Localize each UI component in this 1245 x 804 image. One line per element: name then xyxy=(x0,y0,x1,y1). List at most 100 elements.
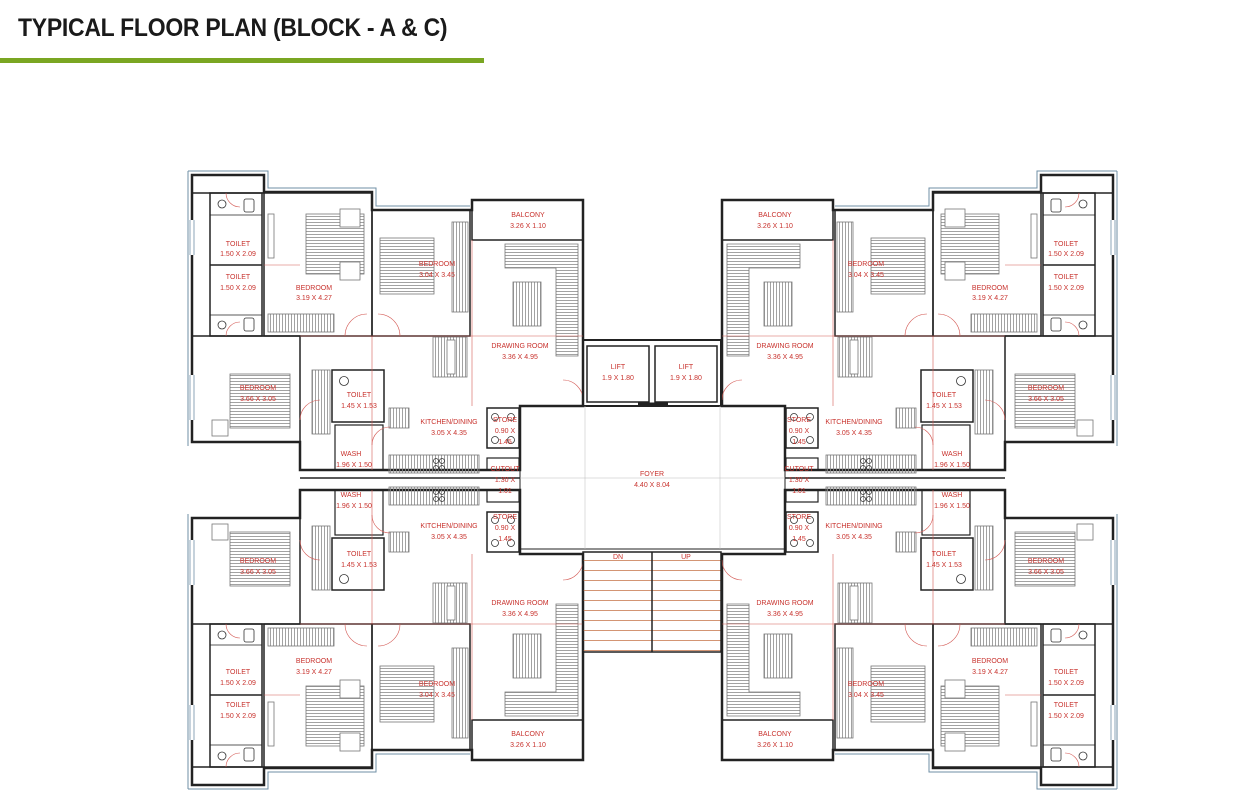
cutout-dim: 1.30 X xyxy=(789,477,810,484)
labels-top-right: TOILET 1.50 X 2.09 TOILET 1.50 X 2.09 BE… xyxy=(756,212,1084,473)
store-label: STORE xyxy=(787,514,811,521)
labels-bottom-left: 1.30 X 1.01 WASH 1.96 X 1.50 STORE 0.90 … xyxy=(220,477,549,749)
store-dim: 1.45 xyxy=(792,439,806,446)
bedroom-label: BEDROOM xyxy=(972,658,1008,665)
wash-label: WASH xyxy=(942,451,963,458)
toilet-dim: 1.50 X 2.09 xyxy=(1048,680,1084,687)
store-label: STORE xyxy=(493,417,517,424)
wash-dim: 1.96 X 1.50 xyxy=(336,503,372,510)
kitchen-label: KITCHEN/DINING xyxy=(825,523,882,530)
bedroom-label: BEDROOM xyxy=(972,285,1008,292)
drawing-room-dim: 3.36 X 4.95 xyxy=(767,611,803,618)
wash-dim: 1.96 X 1.50 xyxy=(934,503,970,510)
balcony-label: BALCONY xyxy=(758,212,792,219)
balcony-dim: 3.26 X 1.10 xyxy=(510,742,546,749)
store-label: STORE xyxy=(787,417,811,424)
toilet-label: TOILET xyxy=(1054,274,1079,281)
toilet-dim: 1.45 X 1.53 xyxy=(341,562,377,569)
title-underline xyxy=(0,58,484,63)
drawing-room-dim: 3.36 X 4.95 xyxy=(502,354,538,361)
lift-label: LIFT xyxy=(679,364,694,371)
balcony-dim: 3.26 X 1.10 xyxy=(510,223,546,230)
kitchen-label: KITCHEN/DINING xyxy=(420,419,477,426)
bedroom-dim: 3.19 X 4.27 xyxy=(972,669,1008,676)
bedroom-label: BEDROOM xyxy=(240,558,276,565)
toilet-dim: 1.50 X 2.09 xyxy=(220,251,256,258)
store-dim: 0.90 X xyxy=(495,428,516,435)
bedroom-label: BEDROOM xyxy=(848,261,884,268)
kitchen-dim: 3.05 X 4.35 xyxy=(431,534,467,541)
drawing-room-label: DRAWING ROOM xyxy=(756,600,813,607)
toilet-label: TOILET xyxy=(226,274,251,281)
kitchen-dim: 3.05 X 4.35 xyxy=(431,430,467,437)
balcony-label: BALCONY xyxy=(511,212,545,219)
bedroom-label: BEDROOM xyxy=(296,285,332,292)
drawing-room-dim: 3.36 X 4.95 xyxy=(502,611,538,618)
toilet-label: TOILET xyxy=(1054,702,1079,709)
cutout-dim: 1.01 xyxy=(792,488,806,495)
bedroom-dim: 3.04 X 3.45 xyxy=(848,692,884,699)
labels-core: LIFT 1.9 X 1.80 LIFT 1.9 X 1.80 FOYER 4.… xyxy=(602,364,702,561)
core xyxy=(300,339,1005,653)
toilet-label: TOILET xyxy=(347,392,372,399)
cutout-label: CUTOUT xyxy=(784,466,814,473)
lift-dim: 1.9 X 1.80 xyxy=(602,375,634,382)
toilet-label: TOILET xyxy=(226,241,251,248)
toilet-dim: 1.50 X 2.09 xyxy=(1048,713,1084,720)
bedroom-dim: 3.66 X 3.05 xyxy=(240,396,276,403)
store-dim: 1.45 xyxy=(498,536,512,543)
store-dim: 0.90 X xyxy=(789,525,810,532)
lift-label: LIFT xyxy=(611,364,626,371)
toilet-label: TOILET xyxy=(1054,669,1079,676)
bedroom-label: BEDROOM xyxy=(419,261,455,268)
bedroom-dim: 3.19 X 4.27 xyxy=(296,295,332,302)
toilet-label: TOILET xyxy=(932,392,957,399)
toilet-label: TOILET xyxy=(932,551,957,558)
balcony-label: BALCONY xyxy=(511,731,545,738)
bedroom-label: BEDROOM xyxy=(419,681,455,688)
bedroom-dim: 3.04 X 3.45 xyxy=(419,692,455,699)
wash-dim: 1.96 X 1.50 xyxy=(934,462,970,469)
toilet-label: TOILET xyxy=(1054,241,1079,248)
drawing-room-label: DRAWING ROOM xyxy=(491,343,548,350)
bedroom-dim: 3.66 X 3.05 xyxy=(240,569,276,576)
lift-dim: 1.9 X 1.80 xyxy=(670,375,702,382)
kitchen-label: KITCHEN/DINING xyxy=(420,523,477,530)
cutout-label: CUTOUT xyxy=(490,466,520,473)
drawing-room-label: DRAWING ROOM xyxy=(756,343,813,350)
drawing-room-dim: 3.36 X 4.95 xyxy=(767,354,803,361)
page-title: TYPICAL FLOOR PLAN (BLOCK - A & C) xyxy=(18,14,448,42)
toilet-dim: 1.50 X 2.09 xyxy=(220,285,256,292)
kitchen-dim: 3.05 X 4.35 xyxy=(836,430,872,437)
store-label: STORE xyxy=(493,514,517,521)
cutout-dim: 1.30 X xyxy=(495,477,516,484)
bedroom-label: BEDROOM xyxy=(848,681,884,688)
store-dim: 1.45 xyxy=(792,536,806,543)
wash-label: WASH xyxy=(341,492,362,499)
drawing-room-label: DRAWING ROOM xyxy=(491,600,548,607)
bedroom-dim: 3.19 X 4.27 xyxy=(972,295,1008,302)
kitchen-label: KITCHEN/DINING xyxy=(825,419,882,426)
wash-dim: 1.96 X 1.50 xyxy=(336,462,372,469)
balcony-dim: 3.26 X 1.10 xyxy=(757,223,793,230)
wash-label: WASH xyxy=(942,492,963,499)
bedroom-dim: 3.19 X 4.27 xyxy=(296,669,332,676)
stair-up-label: UP xyxy=(681,554,691,561)
bedroom-dim: 3.66 X 3.05 xyxy=(1028,396,1064,403)
foyer-label: FOYER xyxy=(640,471,664,478)
bedroom-label: BEDROOM xyxy=(240,385,276,392)
wash-label: WASH xyxy=(341,451,362,458)
toilet-label: TOILET xyxy=(226,702,251,709)
bedroom-dim: 3.04 X 3.45 xyxy=(848,272,884,279)
balcony-label: BALCONY xyxy=(758,731,792,738)
cutout-dim: 1.01 xyxy=(498,488,512,495)
kitchen-dim: 3.05 X 4.35 xyxy=(836,534,872,541)
stair-down-label: DN xyxy=(613,554,623,561)
bedroom-label: BEDROOM xyxy=(1028,385,1064,392)
toilet-dim: 1.45 X 1.53 xyxy=(926,403,962,410)
balcony-dim: 3.26 X 1.10 xyxy=(757,742,793,749)
bedroom-dim: 3.66 X 3.05 xyxy=(1028,569,1064,576)
toilet-dim: 1.50 X 2.09 xyxy=(1048,251,1084,258)
store-dim: 0.90 X xyxy=(789,428,810,435)
